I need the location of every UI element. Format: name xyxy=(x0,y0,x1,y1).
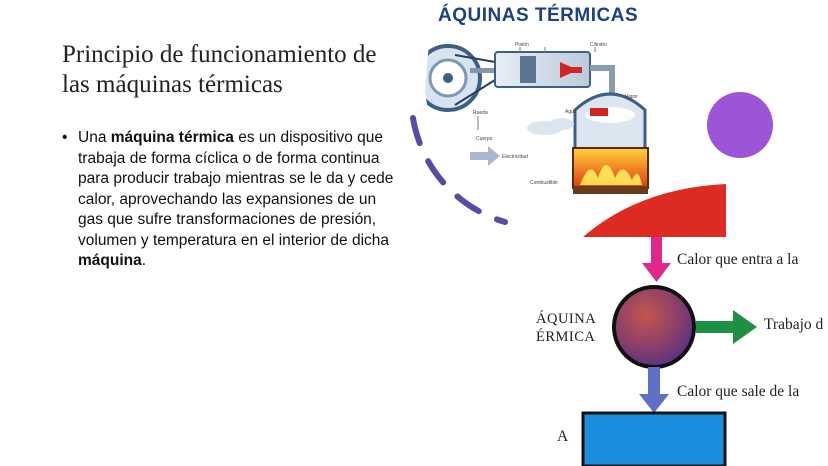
boiler-icon xyxy=(572,92,649,194)
label-piston: Pistón xyxy=(515,42,529,48)
heat-out-arrow xyxy=(639,367,669,413)
bullet-bold-2: máquina xyxy=(78,252,142,269)
bullet-list: Una máquina térmica es un dispositivo qu… xyxy=(62,128,402,272)
label-combustible: Combustible xyxy=(530,180,558,186)
electricity-arrow-icon xyxy=(470,146,500,166)
decorative-dashed-arc xyxy=(410,115,508,225)
wheel-icon xyxy=(425,44,482,112)
decorative-circle xyxy=(707,92,773,158)
label-cilindro: Cilindro xyxy=(590,42,607,48)
label-rueda: Rueda xyxy=(473,110,488,116)
label-cuerpo: Cuerpo xyxy=(476,136,493,142)
bullet-text-1: Una xyxy=(78,129,111,146)
engine-image-title: ÁQUINAS TÉRMICAS xyxy=(438,5,639,26)
hot-reservoir-shape xyxy=(583,184,726,237)
work-arrow xyxy=(696,310,757,344)
label-vapor: Vapor xyxy=(625,94,638,100)
cold-reservoir-label: A xyxy=(557,428,569,445)
cold-reservoir-shape xyxy=(581,411,727,466)
slide-title: Principio de funcionamiento de las máqui… xyxy=(62,41,377,98)
heat-engine-circle xyxy=(612,285,696,369)
bullet-item: Una máquina térmica es un dispositivo qu… xyxy=(62,128,402,272)
label-electricidad: Electricidad xyxy=(502,154,528,160)
label-agua: Agua xyxy=(565,109,577,115)
heat-in-arrow xyxy=(642,237,671,282)
bullet-bold-1: máquina térmica xyxy=(110,129,234,146)
bullet-text-2: es un dispositivo que trabaja de forma c… xyxy=(78,129,394,249)
work-label: Trabajo d xyxy=(764,316,824,333)
heat-out-label: Calor que sale de la xyxy=(677,383,800,400)
heat-in-label: Calor que entra a la xyxy=(677,251,799,268)
machine-label-line2: ÉRMICA xyxy=(536,329,596,345)
machine-label-line1: ÁQUINA xyxy=(536,311,597,327)
bullet-text-3: . xyxy=(141,252,147,269)
